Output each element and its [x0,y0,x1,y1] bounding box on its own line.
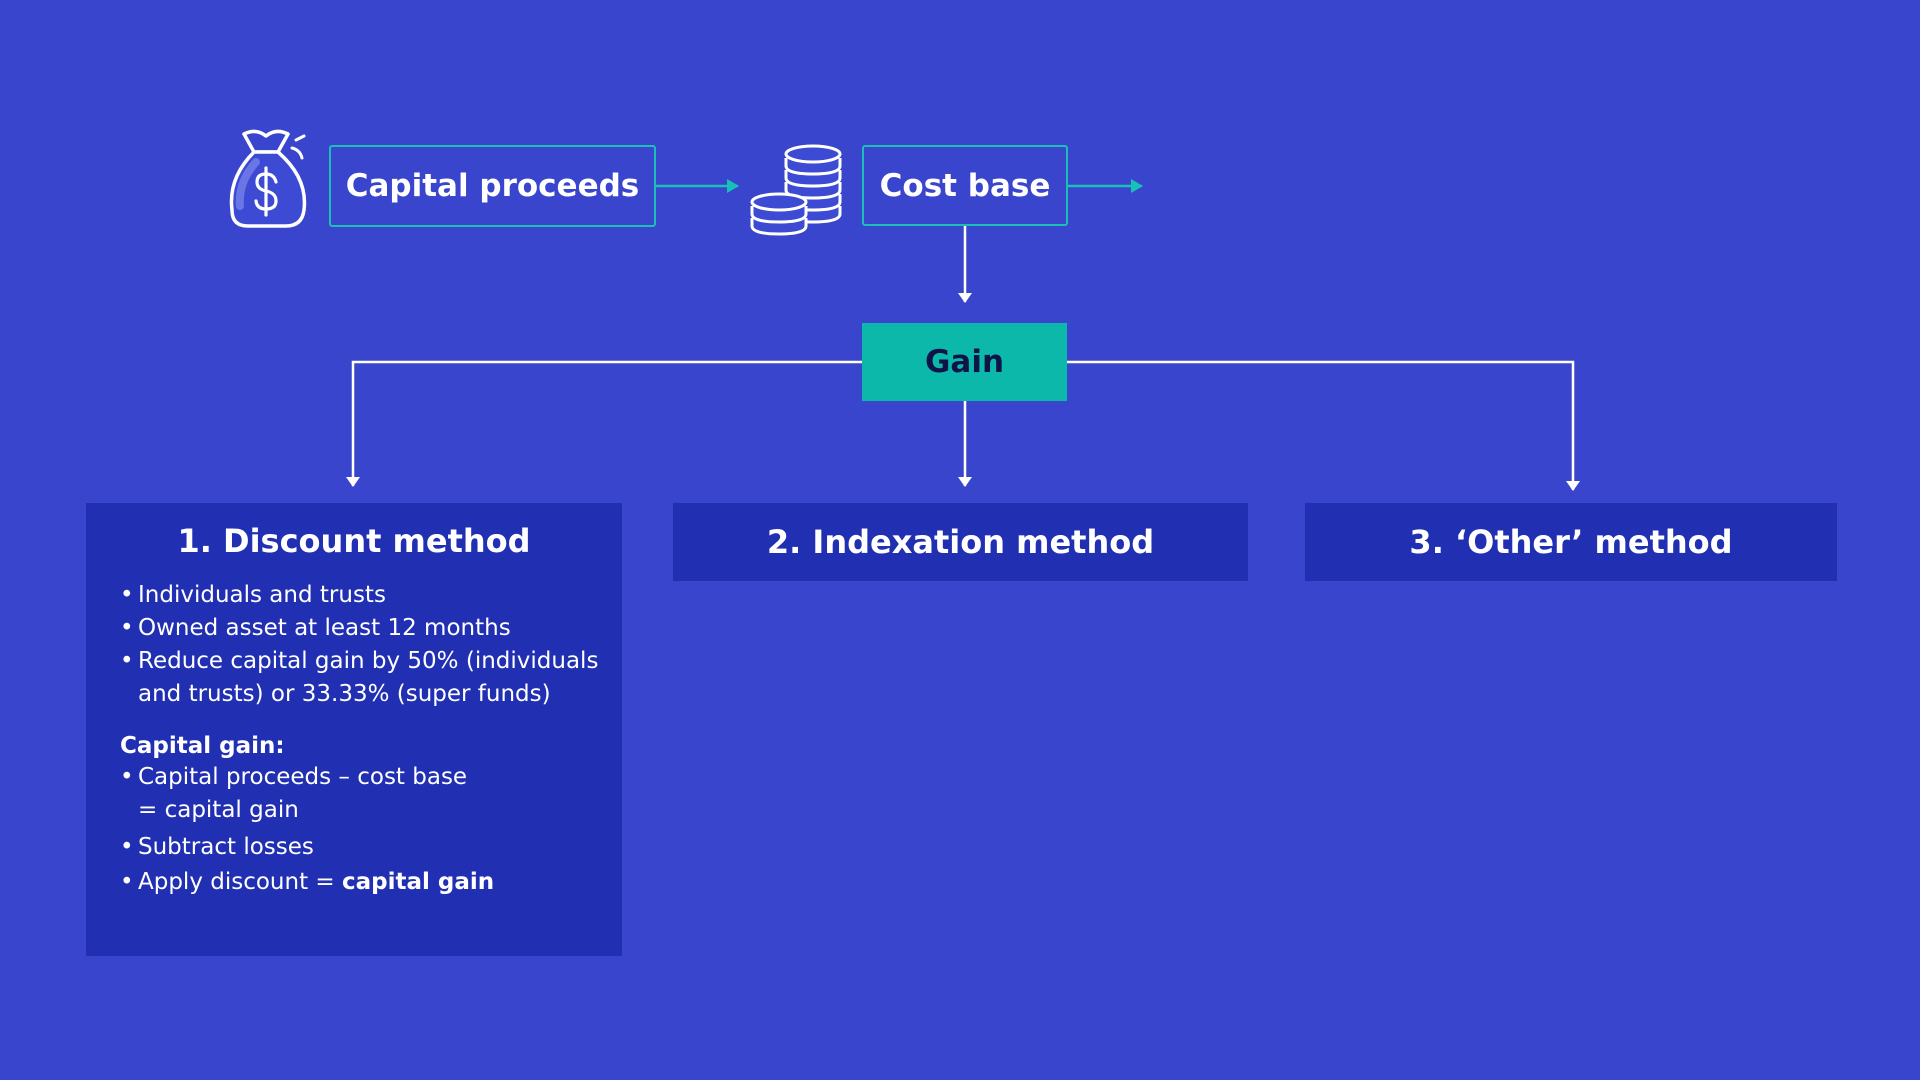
discount-method-body: Individuals and trusts Owned asset at le… [86,579,622,899]
discount-method-panel: 1. Discount method Individuals and trust… [86,503,622,956]
capital-gain-heading: Capital gain: [120,733,285,759]
other-method-header: 3. ‘Other’ method [1305,503,1837,581]
arrow-gain-to-discount [346,360,862,487]
other-method-panel: 3. ‘Other’ method [1305,503,1837,581]
cost-base-box: Cost base [862,145,1068,226]
step-prefix: Apply discount = [138,869,343,895]
gain-box: Gain [862,323,1067,401]
gain-label: Gain [924,344,1005,380]
coin-stack-icon [750,144,842,236]
discount-criteria-list: Individuals and trusts Owned asset at le… [120,579,602,711]
list-item: Apply discount = capital gain [120,866,602,899]
cost-base-label: Cost base [879,167,1051,204]
step-emphasis: capital gain [342,869,495,895]
step-text: Capital proceeds – cost base = capital g… [138,764,468,823]
indexation-method-panel: 2. Indexation method [673,503,1248,581]
money-bag-icon [229,129,307,228]
list-item: Individuals and trusts [120,579,602,612]
list-item: Capital proceeds – cost base = capital g… [120,761,602,827]
arrow-gain-to-other [1067,360,1580,491]
list-item: Subtract losses [120,831,602,864]
list-item: Owned asset at least 12 months [120,612,602,645]
list-item: Reduce capital gain by 50% (individuals … [120,645,602,711]
discount-method-title: 1. Discount method [177,522,531,560]
capital-gain-steps-list: Capital proceeds – cost base = capital g… [120,761,602,899]
indexation-method-header: 2. Indexation method [673,503,1248,581]
other-method-title: 3. ‘Other’ method [1409,523,1733,561]
capital-proceeds-label: Capital proceeds [345,168,640,204]
discount-method-header: 1. Discount method [86,503,622,579]
capital-proceeds-box: Capital proceeds [329,145,656,227]
indexation-method-title: 2. Indexation method [766,523,1155,561]
